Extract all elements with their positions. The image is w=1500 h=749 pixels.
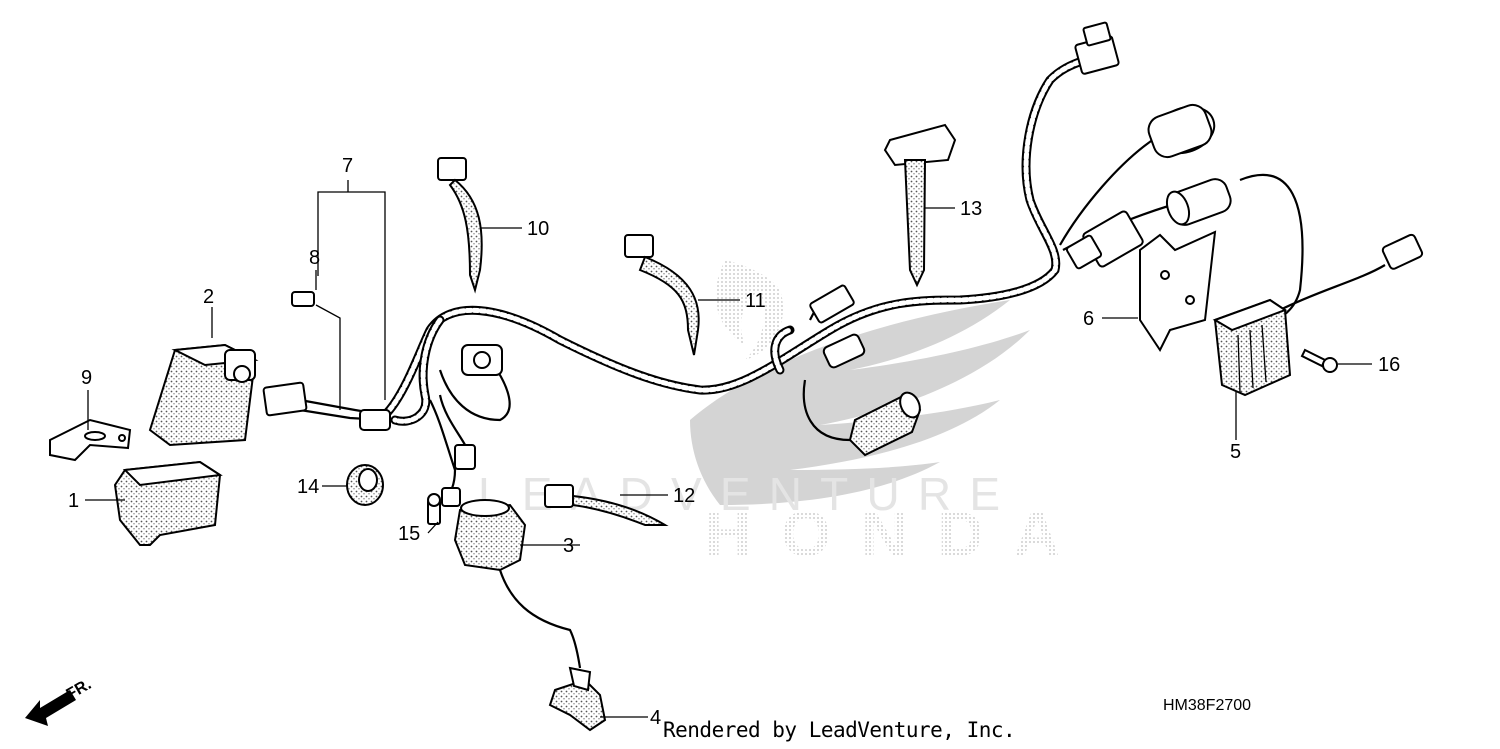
callout-1: 1 (68, 490, 79, 512)
part-12-cable-tie (544, 484, 669, 526)
part-14-clamp (346, 464, 384, 506)
callout-8: 8 (309, 247, 320, 269)
part-13-cable-tie-clip (883, 123, 957, 288)
part-2-ecu (148, 343, 259, 447)
harness-condenser (848, 391, 922, 457)
part-16-bolt (1300, 348, 1338, 373)
callout-14: 14 (297, 476, 319, 498)
callout-13: 13 (960, 198, 982, 220)
callout-12: 12 (673, 485, 695, 507)
callout-7-bracket (317, 180, 386, 400)
callout-2: 2 (203, 286, 214, 308)
part-8-clip (291, 291, 315, 307)
callout-4: 4 (650, 707, 661, 729)
callout-9: 9 (81, 367, 92, 389)
part-4-plug-cap (548, 666, 607, 732)
render-credit: Rendered by LeadVenture, Inc. (663, 718, 1016, 742)
honda-wing-logo-icon: HONDA LEADVENTURE (478, 260, 1060, 570)
part-3-ignition-coil (453, 499, 582, 669)
callout-11: 11 (745, 290, 766, 312)
callout-16: 16 (1378, 354, 1400, 376)
callout-7: 7 (342, 155, 353, 177)
part-11-cable-tie (624, 234, 700, 356)
diagram-code: HM38F2700 (1163, 697, 1252, 714)
callout-5: 5 (1230, 441, 1241, 463)
callout-10: 10 (527, 218, 549, 240)
part-9-bracket (49, 418, 132, 462)
part-6-bracket-plate (1139, 230, 1217, 352)
callout-6: 6 (1083, 308, 1094, 330)
callout-15: 15 (398, 523, 420, 545)
harness-connectors (262, 21, 1424, 507)
part-5-regulator (1212, 298, 1292, 397)
part-1-rubber-cover (113, 460, 223, 546)
callout-3: 3 (563, 535, 574, 557)
part-10-cable-tie (437, 157, 483, 294)
arrow-front-icon: FR. (25, 676, 94, 726)
callout-labels: 1 2 3 4 5 6 7 8 9 10 11 12 13 14 15 16 (68, 155, 1400, 729)
part-15-bolt (427, 493, 441, 525)
leader-lines (85, 207, 1372, 718)
